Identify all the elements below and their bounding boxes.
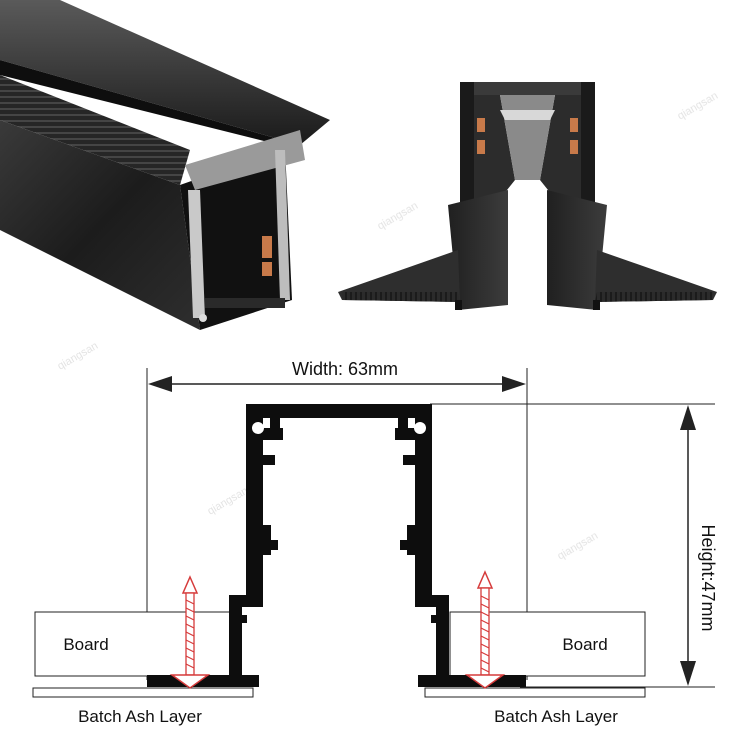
svg-text:qiangsan: qiangsan [56, 340, 101, 373]
height-dimension: Height:47mm [680, 405, 718, 686]
screw-right-icon [464, 570, 506, 689]
ash-layer-right-label: Batch Ash Layer [494, 707, 618, 726]
rail-perspective-photo [0, 0, 330, 330]
width-label: Width: 63mm [292, 359, 398, 379]
ash-layer-left-label: Batch Ash Layer [78, 707, 202, 726]
height-label: Height:47mm [698, 524, 718, 631]
ash-layer-left: Batch Ash Layer [32, 687, 254, 726]
board-left: Board [34, 611, 231, 677]
board-right: Board [449, 611, 646, 677]
svg-text:qiangsan: qiangsan [206, 485, 251, 518]
screw-left-icon [169, 575, 211, 689]
board-left-label: Board [63, 635, 108, 654]
rail-section-photo [338, 82, 717, 310]
board-right-label: Board [562, 635, 607, 654]
technical-drawing: Width: 63mm Height:47mm Board Board Batc… [32, 359, 718, 726]
width-dimension: Width: 63mm [148, 359, 526, 392]
svg-text:qiangsan: qiangsan [556, 530, 601, 563]
svg-text:qiangsan: qiangsan [676, 90, 721, 123]
ash-layer-right: Batch Ash Layer [424, 687, 646, 726]
profile-voids [252, 418, 426, 675]
svg-text:qiangsan: qiangsan [376, 200, 421, 233]
